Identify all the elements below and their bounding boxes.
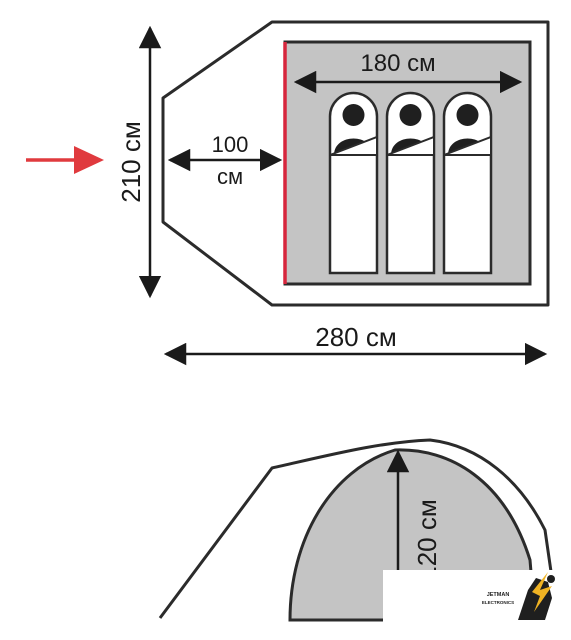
vestibule-depth-unit: см [217, 164, 243, 189]
inner-width-label: 180 см [360, 50, 435, 77]
total-width-label: 210 см [116, 121, 146, 202]
total-length-label: 280 см [315, 322, 396, 352]
sleeping-bag [385, 91, 436, 275]
sleeping-bag [328, 91, 379, 275]
sleeping-bag [442, 91, 493, 275]
arrow-right-icon [26, 146, 104, 174]
sleepers [328, 91, 493, 275]
side-view: 120 см [158, 438, 571, 640]
top-view: 180 см 100 см 210 см 280 см [26, 20, 550, 366]
height-label: 120 см [412, 499, 442, 580]
jetman-logo: JETMAN ELECTRONICS [482, 572, 555, 620]
logo-sub: ELECTRONICS [482, 600, 514, 605]
logo-brand: JETMAN [487, 592, 510, 598]
vestibule-depth-value: 100 [212, 132, 249, 157]
lightning-runner-icon [518, 572, 555, 620]
